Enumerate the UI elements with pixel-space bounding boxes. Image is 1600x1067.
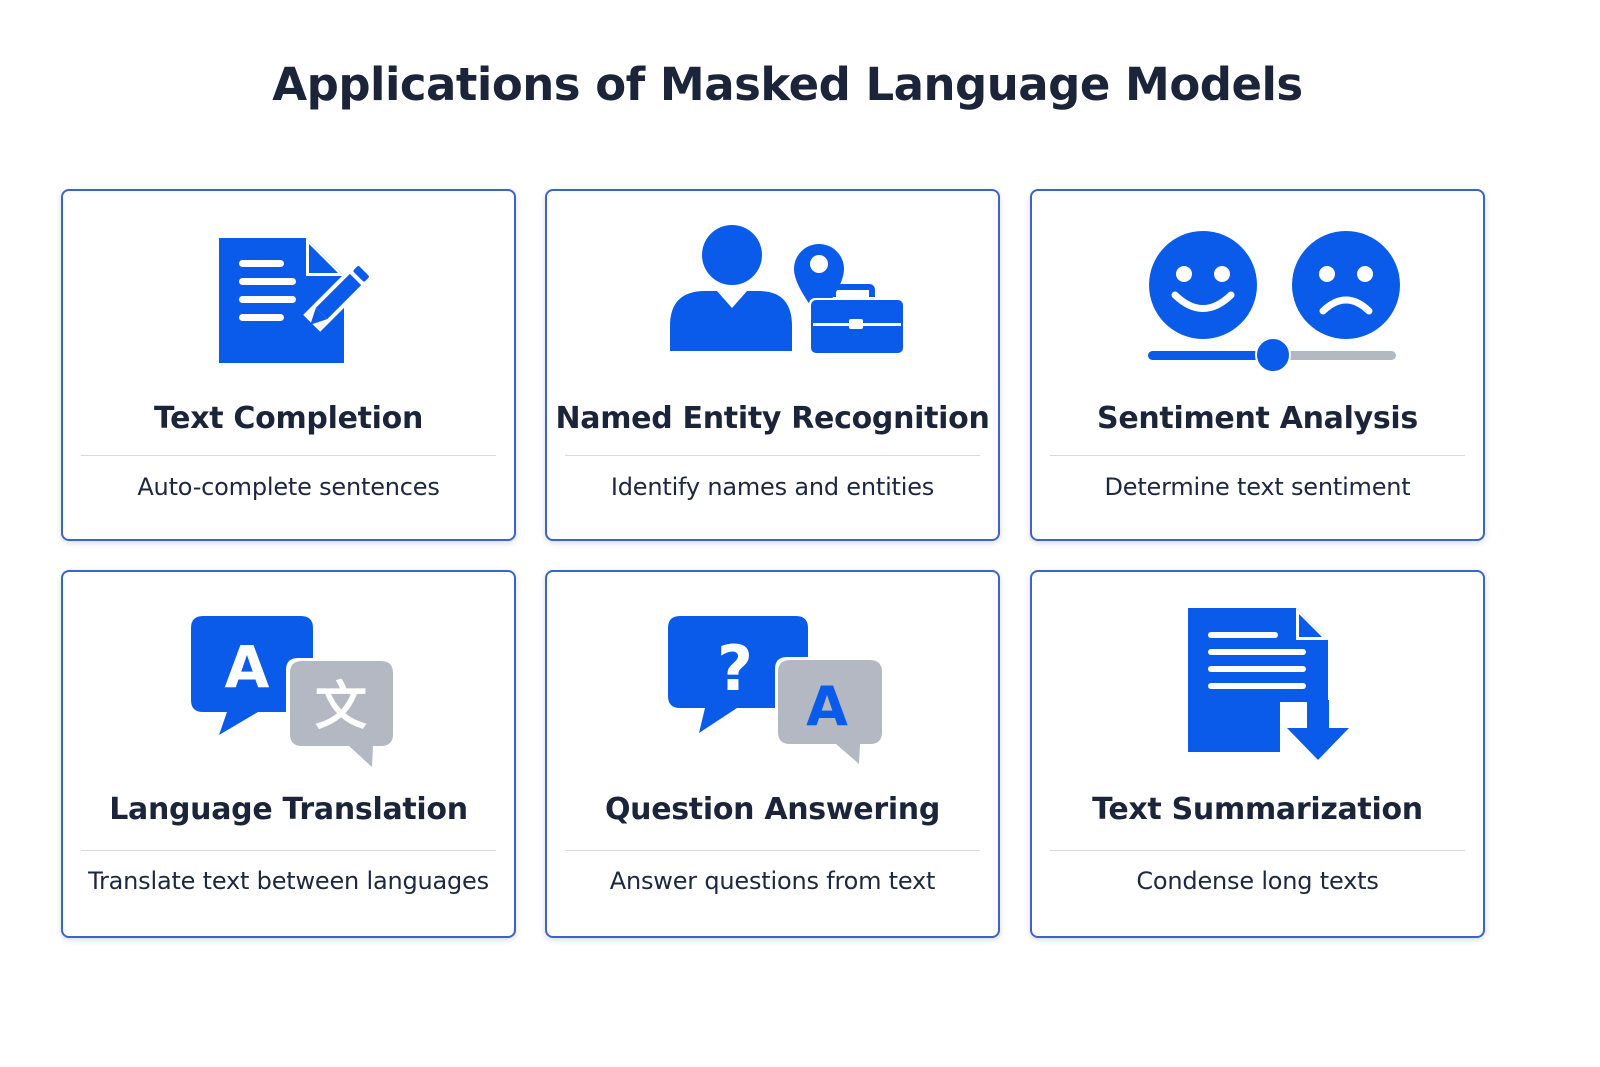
translate-target-glyph: 文 bbox=[315, 677, 367, 737]
answer-glyph: A bbox=[806, 675, 848, 738]
card-divider bbox=[565, 455, 980, 456]
document-pencil-icon-graphic bbox=[219, 238, 376, 363]
card-divider bbox=[1050, 455, 1465, 456]
card-description: Identify names and entities bbox=[610, 473, 935, 501]
person-location-briefcase-icon bbox=[547, 191, 998, 391]
card-description: Condense long texts bbox=[1136, 867, 1379, 895]
card-title: Sentiment Analysis bbox=[1097, 401, 1418, 436]
card-title: Named Entity Recognition bbox=[555, 401, 990, 436]
card-description: Determine text sentiment bbox=[1104, 473, 1411, 501]
translate-bubbles-icon: A 文 bbox=[63, 572, 514, 772]
question-answer-bubbles-icon: ? A bbox=[547, 572, 998, 772]
card-description: Translate text between languages bbox=[88, 867, 489, 895]
card-text-summarization: Text Summarization Condense long texts bbox=[1030, 570, 1485, 938]
happy-sad-slider-icon-graphic bbox=[1148, 231, 1400, 373]
question-answer-bubbles-icon-graphic: ? A bbox=[668, 616, 884, 769]
card-divider bbox=[1050, 850, 1465, 851]
document-download-icon-graphic bbox=[1188, 608, 1356, 764]
card-sentiment-analysis: Sentiment Analysis Determine text sentim… bbox=[1030, 189, 1485, 541]
card-title: Question Answering bbox=[604, 792, 941, 827]
card-divider bbox=[81, 850, 496, 851]
card-divider bbox=[565, 850, 980, 851]
question-glyph: ? bbox=[717, 632, 753, 705]
card-question-answering: ? A Question Answering Answer questions … bbox=[545, 570, 1000, 938]
card-text-completion: Text Completion Auto-complete sentences bbox=[61, 189, 516, 541]
card-divider bbox=[81, 455, 496, 456]
translate-source-glyph: A bbox=[225, 633, 270, 701]
person-location-briefcase-icon-graphic bbox=[670, 225, 905, 355]
page-title: Applications of Masked Language Models bbox=[272, 58, 1303, 111]
card-description: Auto-complete sentences bbox=[137, 473, 440, 501]
card-named-entity-recognition: Named Entity Recognition Identify names … bbox=[545, 189, 1000, 541]
card-language-translation: A 文 Language Translation Translate text … bbox=[61, 570, 516, 938]
document-pencil-icon bbox=[63, 191, 514, 391]
card-title: Language Translation bbox=[109, 792, 468, 827]
card-description: Answer questions from text bbox=[609, 867, 936, 895]
translate-bubbles-icon-graphic: A 文 bbox=[191, 616, 395, 772]
card-title: Text Completion bbox=[153, 401, 424, 436]
happy-sad-slider-icon bbox=[1032, 191, 1483, 391]
document-download-icon bbox=[1032, 572, 1483, 772]
card-title: Text Summarization bbox=[1092, 792, 1423, 827]
